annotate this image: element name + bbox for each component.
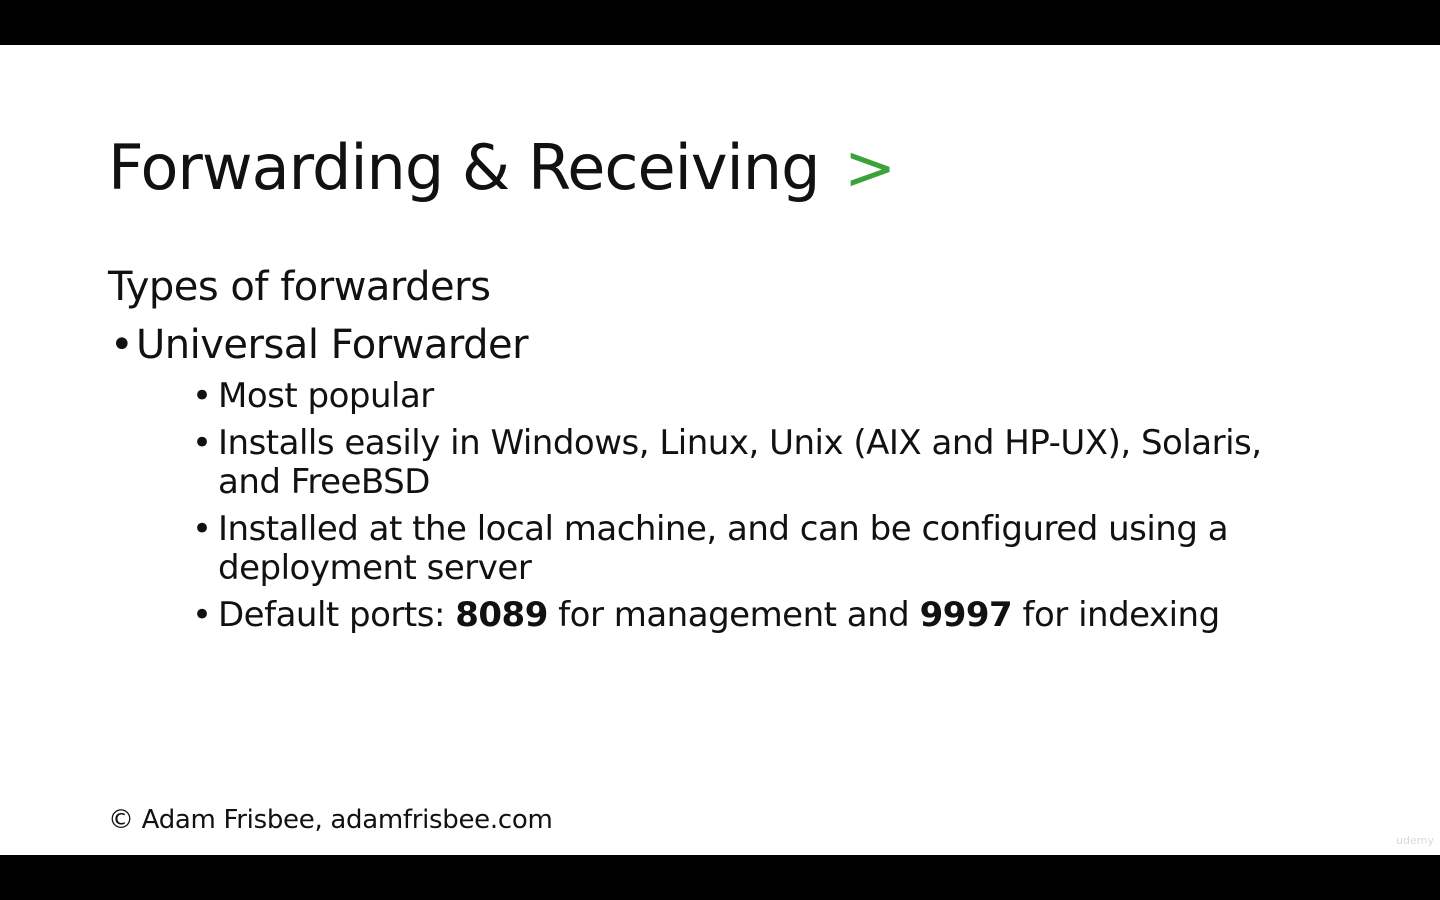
sub-list-item-text: Installed at the local machine, and can … bbox=[218, 509, 1229, 588]
list-item-universal-forwarder: • Universal Forwarder • Most popular • I… bbox=[108, 321, 1328, 635]
sub-list-item-prefix: Default ports: bbox=[218, 595, 456, 635]
slide: Forwarding & Receiving > Types of forwar… bbox=[0, 45, 1440, 855]
slide-title: Forwarding & Receiving > bbox=[108, 131, 896, 205]
slide-title-text: Forwarding & Receiving bbox=[108, 131, 820, 204]
bullet-dot: • bbox=[110, 322, 134, 368]
sub-list-item: • Installed at the local machine, and ca… bbox=[190, 510, 1318, 588]
copyright-footer: © Adam Frisbee, adamfrisbee.com bbox=[108, 805, 553, 835]
bullet-list: • Universal Forwarder • Most popular • I… bbox=[108, 321, 1328, 643]
sub-list-item-text: Installs easily in Windows, Linux, Unix … bbox=[218, 423, 1262, 502]
udemy-watermark: udemy bbox=[1396, 834, 1434, 847]
list-item-label: Universal Forwarder bbox=[136, 322, 529, 368]
section-heading: Types of forwarders bbox=[108, 264, 491, 310]
bullet-dot: • bbox=[192, 595, 212, 635]
bullet-dot: • bbox=[192, 509, 212, 549]
title-marker: > bbox=[844, 131, 896, 204]
sub-list-item: • Installs easily in Windows, Linux, Uni… bbox=[190, 424, 1318, 502]
port-management: 8089 bbox=[455, 595, 548, 635]
sub-list-item-mid: for management and bbox=[547, 595, 920, 635]
sub-list-item: • Most popular bbox=[190, 377, 1318, 416]
sub-list-item: • Default ports: 8089 for management and… bbox=[190, 596, 1318, 635]
sub-list-item-text: Most popular bbox=[218, 376, 434, 416]
bullet-dot: • bbox=[192, 376, 212, 416]
bullet-dot: • bbox=[192, 423, 212, 463]
sub-bullet-list: • Most popular • Installs easily in Wind… bbox=[136, 377, 1328, 635]
port-indexing: 9997 bbox=[919, 595, 1013, 635]
sub-list-item-suffix: for indexing bbox=[1012, 595, 1221, 635]
